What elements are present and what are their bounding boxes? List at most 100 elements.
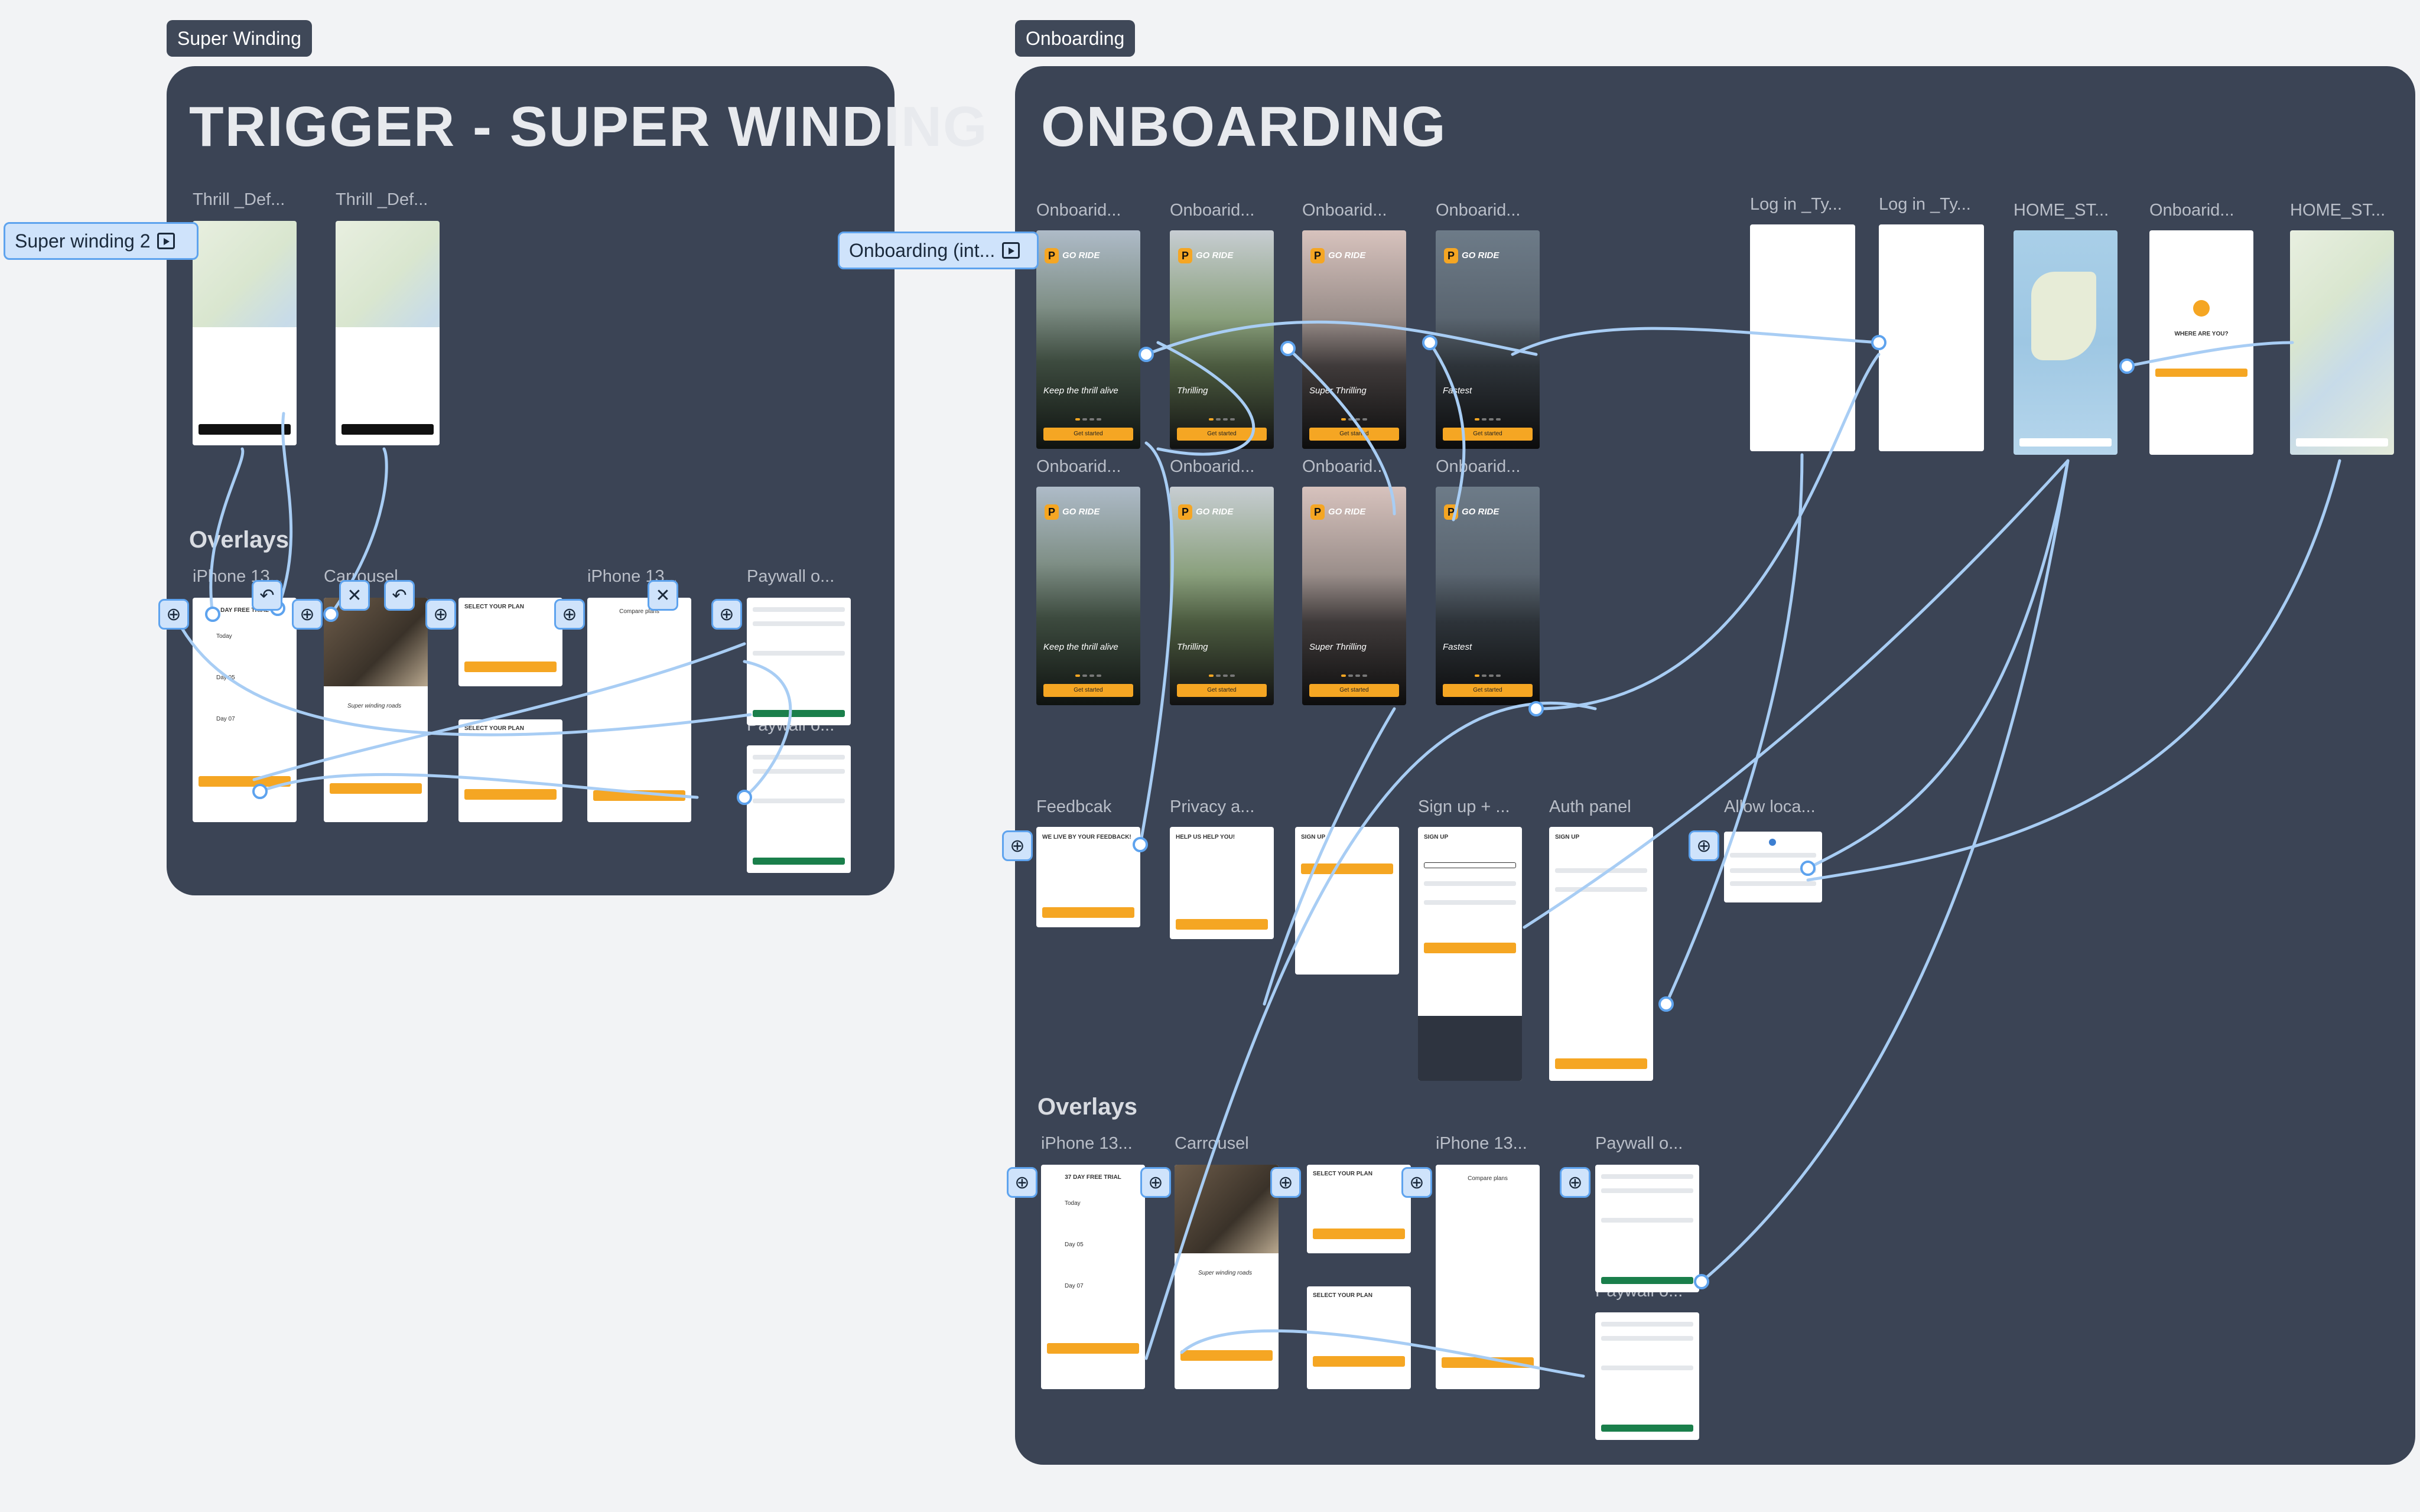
get-started-button[interactable]: Get started bbox=[1043, 428, 1133, 441]
play-icon bbox=[157, 233, 175, 249]
pager-dots bbox=[1209, 418, 1235, 421]
onb-heading: Thrilling bbox=[1177, 642, 1208, 652]
frame-privacy[interactable]: HELP US HELP YOU! bbox=[1170, 827, 1274, 939]
frame-onb-carrousel[interactable]: Super winding roads bbox=[1175, 1165, 1279, 1389]
sounds-good-button[interactable] bbox=[1042, 907, 1134, 918]
frame-allow-location[interactable] bbox=[1724, 832, 1822, 902]
overlays-title: Overlays bbox=[189, 527, 290, 553]
close-icon[interactable]: ✕ bbox=[339, 580, 370, 611]
frame-signup-login[interactable]: SIGN UP bbox=[1295, 827, 1399, 975]
subscribe-button[interactable] bbox=[1601, 1425, 1693, 1432]
frame-label-onb-r2-4: Onboarid... bbox=[1436, 457, 1521, 476]
subscribe-button[interactable] bbox=[1442, 1357, 1534, 1368]
get-started-button[interactable]: Get started bbox=[1443, 684, 1533, 697]
section-tag-onboarding[interactable]: Onboarding bbox=[1015, 20, 1136, 57]
back-icon[interactable]: ↶ bbox=[252, 580, 282, 611]
add-overlay-icon[interactable]: ⊕ bbox=[1689, 830, 1719, 861]
privacy-heading: HELP US HELP YOU! bbox=[1176, 834, 1235, 840]
subscribe-button[interactable] bbox=[1601, 1277, 1693, 1284]
section-title: ONBOARDING bbox=[1041, 95, 1447, 158]
pager-dots bbox=[1475, 418, 1501, 421]
frame-paywall-1[interactable] bbox=[747, 598, 851, 725]
add-overlay-icon[interactable]: ⊕ bbox=[1270, 1167, 1301, 1198]
start-trial-button[interactable] bbox=[1180, 1350, 1273, 1361]
add-overlay-icon[interactable]: ⊕ bbox=[158, 599, 189, 630]
save-button[interactable] bbox=[341, 424, 434, 435]
frame-label-onb-r1-3: Onboarid... bbox=[1302, 201, 1387, 220]
frame-signup-form[interactable]: SIGN UP bbox=[1418, 827, 1522, 1081]
frame-plan-1[interactable]: SELECT YOUR PLAN bbox=[458, 598, 562, 686]
add-overlay-icon[interactable]: ⊕ bbox=[1140, 1167, 1171, 1198]
add-overlay-icon[interactable]: ⊕ bbox=[1007, 1167, 1037, 1198]
frame-carrousel[interactable]: Super winding roads bbox=[324, 598, 428, 822]
frame-feedback[interactable]: WE LIVE BY YOUR FEEDBACK! bbox=[1036, 827, 1140, 927]
get-started-button[interactable]: Get started bbox=[1177, 428, 1267, 441]
frame-compare-plans[interactable]: Compare plans bbox=[587, 598, 691, 822]
frame-trial-overlay[interactable]: DAY FREE TRIAL Today Day 05 Day 07 bbox=[193, 598, 297, 822]
signup-heading: SIGN UP bbox=[1424, 834, 1449, 840]
frame-paywall-2[interactable] bbox=[747, 745, 851, 873]
continue-button[interactable] bbox=[2155, 369, 2247, 377]
frame-onb-plan-2[interactable]: SELECT YOUR PLAN bbox=[1307, 1286, 1411, 1389]
frame-onb-paywall-2[interactable] bbox=[1595, 1312, 1699, 1440]
subscribe-button[interactable] bbox=[593, 790, 685, 801]
flow-label: Onboarding (int... bbox=[849, 239, 996, 261]
frame-plan-2[interactable]: SELECT YOUR PLAN bbox=[458, 719, 562, 822]
frame-onb-paywall-1[interactable] bbox=[1595, 1165, 1699, 1292]
frame-thrill-2[interactable] bbox=[336, 221, 440, 445]
get-started-button[interactable]: Get started bbox=[1309, 684, 1399, 697]
add-overlay-icon[interactable]: ⊕ bbox=[1401, 1167, 1432, 1198]
frame-onb-plan-1[interactable]: SELECT YOUR PLAN bbox=[1307, 1165, 1411, 1253]
get-started-button[interactable]: Get started bbox=[1309, 428, 1399, 441]
save-button[interactable] bbox=[199, 424, 291, 435]
add-overlay-icon[interactable]: ⊕ bbox=[554, 599, 585, 630]
subscribe-button[interactable] bbox=[464, 662, 557, 672]
section-tag-super-winding[interactable]: Super Winding bbox=[167, 20, 312, 57]
get-started-button[interactable]: Get started bbox=[1177, 684, 1267, 697]
subscribe-button[interactable] bbox=[1313, 1228, 1405, 1239]
frame-home-1[interactable] bbox=[2014, 230, 2118, 455]
add-overlay-icon[interactable]: ⊕ bbox=[711, 599, 742, 630]
frame-home-2[interactable] bbox=[2290, 230, 2394, 455]
frame-onb-trial[interactable]: 37 DAY FREE TRIAL Today Day 05 Day 07 bbox=[1041, 1165, 1145, 1389]
frame-onb-where[interactable]: WHERE ARE YOU? bbox=[2149, 230, 2253, 455]
subscribe-button[interactable] bbox=[1313, 1356, 1405, 1367]
trial-day5: Day 05 bbox=[216, 674, 235, 681]
signup-button[interactable] bbox=[1424, 943, 1516, 953]
subscribe-button[interactable] bbox=[753, 858, 845, 865]
add-overlay-icon[interactable]: ⊕ bbox=[1002, 830, 1033, 861]
add-overlay-icon[interactable]: ⊕ bbox=[425, 599, 456, 630]
frame-auth-panel[interactable]: SIGN UP bbox=[1549, 827, 1653, 1081]
agree-button[interactable] bbox=[1176, 919, 1268, 930]
frame-thrill-1[interactable] bbox=[193, 221, 297, 445]
frame-onb-compare[interactable]: Compare plans bbox=[1436, 1165, 1540, 1389]
signup-button[interactable] bbox=[1555, 1058, 1647, 1069]
start-trial-button[interactable] bbox=[330, 783, 422, 794]
trial-heading: 37 DAY FREE TRIAL bbox=[1065, 1174, 1121, 1181]
frame-login-1[interactable] bbox=[1750, 224, 1855, 451]
get-started-button[interactable]: Get started bbox=[1443, 428, 1533, 441]
back-icon[interactable]: ↶ bbox=[384, 580, 415, 611]
add-overlay-icon[interactable]: ⊕ bbox=[292, 599, 323, 630]
subscribe-button[interactable] bbox=[753, 710, 845, 717]
flow-start-super-winding[interactable]: Super winding 2 bbox=[4, 222, 199, 260]
subscribe-button[interactable] bbox=[199, 776, 291, 787]
keyboard[interactable] bbox=[1418, 1016, 1522, 1081]
frame-login-2[interactable] bbox=[1879, 224, 1984, 451]
flow-start-onboarding[interactable]: Onboarding (int... bbox=[838, 232, 1039, 269]
start-trial-button[interactable] bbox=[1047, 1343, 1139, 1354]
close-icon[interactable]: ✕ bbox=[648, 580, 678, 611]
get-started-button[interactable]: Get started bbox=[1043, 684, 1133, 697]
subscribe-button[interactable] bbox=[464, 789, 557, 800]
add-overlay-icon[interactable]: ⊕ bbox=[1560, 1167, 1590, 1198]
signup-button[interactable] bbox=[1301, 863, 1393, 874]
